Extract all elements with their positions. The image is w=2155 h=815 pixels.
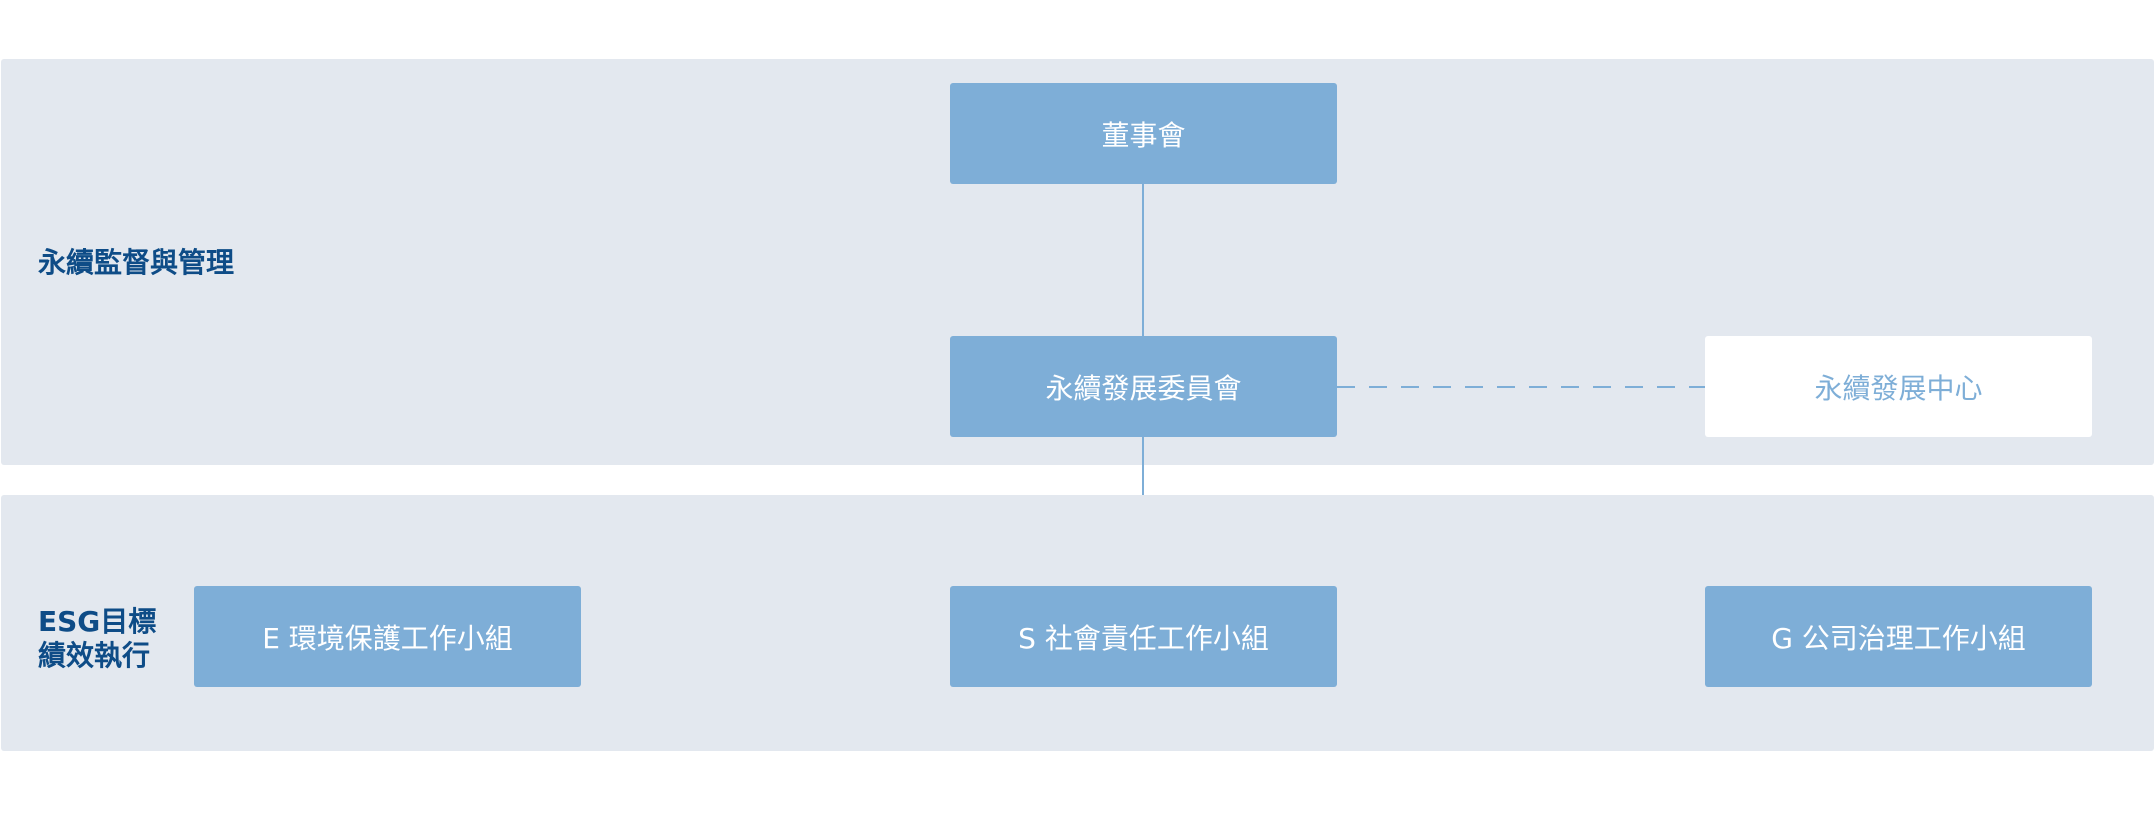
committee-box: 永續發展委員會 (950, 336, 1337, 437)
execution-label: ESG目標 績效執行 (38, 605, 156, 673)
execution-label-line-1: ESG目標 (38, 605, 157, 638)
execution-label-line-2: 績效執行 (38, 639, 151, 672)
social-box: S 社會責任工作小組 (950, 586, 1337, 687)
environment-box: E 環境保護工作小組 (194, 586, 581, 687)
board-box: 董事會 (950, 83, 1337, 184)
supervision-label: 永續監督與管理 (38, 246, 235, 279)
governance-box: G 公司治理工作小組 (1705, 586, 2092, 687)
center-box: 永續發展中心 (1705, 336, 2092, 437)
